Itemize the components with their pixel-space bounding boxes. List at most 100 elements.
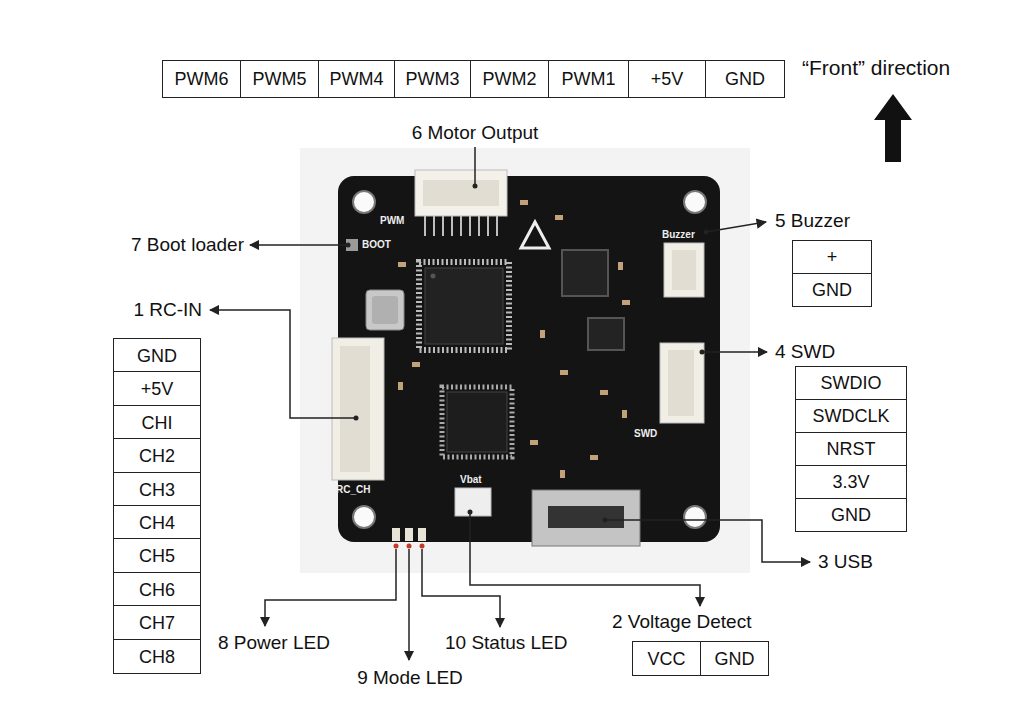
leader-line xyxy=(702,351,767,353)
callout-label: 9 Mode LED xyxy=(357,667,463,689)
label-text: VCC xyxy=(647,650,685,668)
usb-port xyxy=(532,490,640,546)
label-text: GND xyxy=(725,70,765,88)
label-text: GND xyxy=(812,281,852,299)
table-cell: CH2 xyxy=(113,438,201,473)
pin1-mark xyxy=(431,274,436,279)
connector-slot xyxy=(672,250,696,290)
mounting-hole xyxy=(353,191,375,213)
label-text: PWM3 xyxy=(406,70,460,88)
table-cell: GND xyxy=(113,338,201,373)
label-text: CH7 xyxy=(139,614,175,632)
table-cell: SWDCLK xyxy=(795,399,907,433)
table-cell: CH7 xyxy=(113,605,201,640)
led-dot xyxy=(407,544,412,549)
table-cell: PWM3 xyxy=(394,60,471,98)
table-cell: CHI xyxy=(113,405,201,440)
table-cell: CH6 xyxy=(113,572,201,607)
table-cell: PWM1 xyxy=(548,60,629,98)
table-cell: +5V xyxy=(628,60,706,98)
leader-lines xyxy=(210,147,810,660)
silkscreen-label: Buzzer xyxy=(662,229,695,241)
label-text: PWM5 xyxy=(253,70,307,88)
mcu-chip xyxy=(425,268,503,344)
label-text: RC_CH xyxy=(336,484,370,495)
label-text: Vbat xyxy=(460,474,482,485)
label-text: PWM6 xyxy=(175,70,229,88)
label-text: 9 Mode LED xyxy=(357,667,463,688)
led-dot xyxy=(420,544,425,549)
leader-dots xyxy=(346,184,709,523)
led-dot xyxy=(394,544,399,549)
table-cell: + xyxy=(792,240,872,274)
mounting-hole xyxy=(353,506,375,528)
label-text: 1 RC-IN xyxy=(133,299,202,320)
label-text: PWM xyxy=(380,215,404,226)
table-cell: VCC xyxy=(632,641,701,676)
label-text: 4 SWD xyxy=(775,341,835,362)
chip xyxy=(562,250,608,296)
front-arrow xyxy=(874,94,912,162)
label-text: GND xyxy=(831,506,871,524)
label-text: SWDCLK xyxy=(812,407,889,425)
label-text: NRST xyxy=(827,440,876,458)
leader-line xyxy=(474,147,476,184)
label-text: CH5 xyxy=(139,547,175,565)
callout-label: 1 RC-IN xyxy=(133,299,202,321)
leader-line xyxy=(422,549,500,627)
label-text: 3.3V xyxy=(832,473,869,491)
label-text: CH3 xyxy=(139,481,175,499)
table-cell: GND xyxy=(792,273,872,307)
table-cell: SWDIO xyxy=(795,366,907,400)
label-text: CH8 xyxy=(139,648,175,666)
crystal-top xyxy=(372,296,398,324)
buzzer-connector xyxy=(664,243,704,297)
motor-connector xyxy=(415,170,507,216)
callout-label: 4 SWD xyxy=(775,341,835,363)
led xyxy=(392,528,400,541)
leader-line xyxy=(265,549,396,626)
table-cell: GND xyxy=(705,60,785,98)
smd-components xyxy=(398,200,630,478)
label-text: 7 Boot loader xyxy=(131,234,244,255)
leader-line xyxy=(250,244,348,246)
pcb-board xyxy=(338,176,720,542)
chip-pins xyxy=(442,387,512,457)
callout-label: 2 Voltage Detect xyxy=(612,611,751,633)
table-cell: NRST xyxy=(795,432,907,466)
callout-label: 10 Status LED xyxy=(445,632,568,654)
label-text: “Front” direction xyxy=(802,56,950,79)
label-text: +5V xyxy=(141,380,174,398)
label-text: PWM1 xyxy=(562,70,616,88)
label-text: 5 Buzzer xyxy=(775,210,850,231)
label-text: + xyxy=(827,248,838,266)
leader-line xyxy=(408,549,410,660)
connector-slot xyxy=(340,346,370,472)
rc-connector xyxy=(332,338,384,480)
label-text: 2 Voltage Detect xyxy=(612,611,751,632)
chip xyxy=(588,318,624,350)
silkscreen-label: RC_CH xyxy=(336,484,370,496)
label-text: GND xyxy=(137,347,177,365)
label-text: Buzzer xyxy=(662,229,695,240)
label-text: CHI xyxy=(142,414,173,432)
leader-line xyxy=(605,520,810,562)
table-cell: PWM5 xyxy=(240,60,319,98)
table-cell: PWM4 xyxy=(318,60,395,98)
callout-label: 7 Boot loader xyxy=(131,234,244,256)
label-text: CH2 xyxy=(139,447,175,465)
label-text: BOOT xyxy=(362,239,391,250)
label-text: PWM4 xyxy=(330,70,384,88)
led xyxy=(405,528,413,541)
silkscreen-label: PWM xyxy=(380,215,404,227)
table-cell: CH8 xyxy=(113,639,201,674)
label-text: CH4 xyxy=(139,514,175,532)
logo xyxy=(521,222,549,248)
label-text: +5V xyxy=(651,70,684,88)
callout-label: 3 USB xyxy=(818,551,873,573)
label-text: CH6 xyxy=(139,581,175,599)
silkscreen-label: BOOT xyxy=(362,239,391,251)
crystal xyxy=(366,290,404,330)
label-text: SWD xyxy=(634,428,657,439)
